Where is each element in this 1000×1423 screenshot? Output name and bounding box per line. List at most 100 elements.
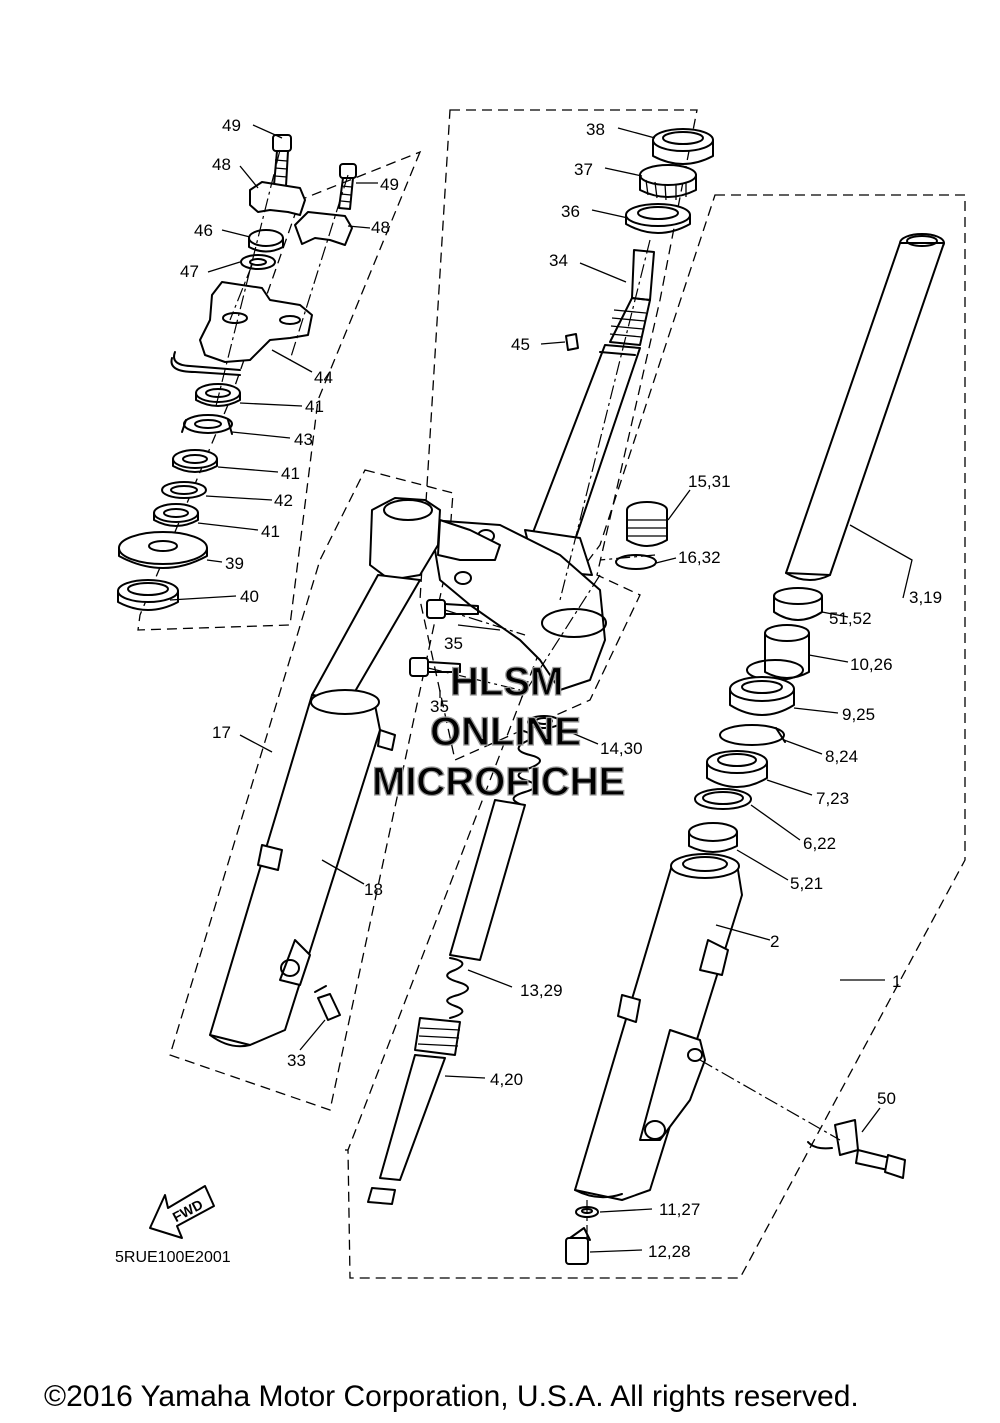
handlebar-group-outline [137, 150, 422, 631]
label-5-21: 5,21 [790, 874, 823, 893]
key-45 [565, 333, 579, 351]
bolt-35-a [426, 599, 479, 619]
label-36: 36 [561, 202, 580, 221]
bearing-37 [639, 164, 697, 201]
label-35-a: 35 [444, 634, 463, 653]
oil-seal-7-23 [706, 750, 768, 788]
damper-rod-4-20 [367, 1017, 461, 1205]
label-17: 17 [212, 723, 231, 742]
label-2: 2 [770, 932, 779, 951]
diagram-code: 5RUE100E2001 [115, 1249, 231, 1266]
fork-spring [512, 729, 541, 805]
spring-13-29 [446, 957, 469, 1019]
bushing-10-26 [746, 624, 810, 681]
bearing-40 [117, 579, 179, 611]
seal-9-25 [729, 676, 795, 716]
outer-tube-group-outline [347, 194, 966, 1279]
label-4-20: 4,20 [490, 1070, 523, 1089]
copyright-text: ©2016 Yamaha Motor Corporation, U.S.A. A… [44, 1380, 859, 1413]
label-37: 37 [574, 160, 593, 179]
left-fork-group-outline [169, 469, 454, 1111]
spring-seat-14-30 [527, 715, 561, 729]
label-33: 33 [287, 1051, 306, 1070]
upper-holder-48-right [294, 211, 353, 246]
dust-seal-38 [652, 128, 714, 165]
label-10-26: 10,26 [850, 655, 893, 674]
bolt-12-28 [565, 1227, 591, 1265]
ring-nut-41-a [195, 383, 241, 407]
label-8-24: 8,24 [825, 747, 858, 766]
label-9-25: 9,25 [842, 705, 875, 724]
upper-bracket-17 [369, 497, 441, 581]
label-45: 45 [511, 335, 530, 354]
bolt-49-right [338, 163, 357, 210]
label-49-b: 49 [380, 175, 399, 194]
damper-rod-assembly [367, 501, 668, 1205]
clip-8-24 [719, 724, 786, 746]
steering-stem-assembly [429, 128, 714, 691]
label-44: 44 [314, 368, 333, 387]
inner-tube-3-19 [785, 233, 945, 581]
bolt-50 [807, 1119, 906, 1179]
label-34: 34 [549, 251, 568, 270]
label-51-52: 51,52 [829, 609, 872, 628]
outer-tube-18 [209, 694, 381, 1046]
o-ring-16-32 [615, 554, 657, 570]
label-42: 42 [274, 491, 293, 510]
fwd-arrow-icon: FWD [149, 1185, 215, 1239]
label-41-c: 41 [261, 522, 280, 541]
label-6-22: 6,22 [803, 834, 836, 853]
label-11-27: 11,27 [659, 1200, 700, 1219]
label-39: 39 [225, 554, 244, 573]
watermark-line-2: ONLINE [430, 710, 581, 754]
bolt-49-left [272, 134, 292, 187]
bushing-5-21 [688, 822, 738, 853]
under-bracket [429, 519, 606, 691]
watermark-line-1: HLSM [450, 660, 563, 704]
upper-holder-48-left [249, 181, 306, 216]
cover-39 [118, 531, 208, 569]
watermark-line-3: MICROFICHE [372, 760, 625, 804]
label-46: 46 [194, 221, 213, 240]
label-41-a: 41 [305, 397, 324, 416]
label-47: 47 [180, 262, 199, 281]
steering-stem-34 [524, 249, 655, 576]
washer-42 [161, 481, 207, 499]
label-48-a: 48 [212, 155, 231, 174]
damper-46 [248, 229, 284, 247]
ring-nut-41-b [172, 449, 218, 473]
bolt-35-b [409, 657, 461, 677]
label-1: 1 [892, 972, 901, 991]
label-43: 43 [294, 430, 313, 449]
washer-6-22 [694, 788, 752, 810]
label-7-23: 7,23 [816, 789, 849, 808]
lower-holder-44 [199, 281, 313, 363]
label-50: 50 [877, 1089, 896, 1108]
leader-lines [169, 124, 913, 1253]
label-3-19: 3,19 [909, 588, 942, 607]
cap-bolt-15-31 [626, 501, 668, 547]
left-fork-leg [209, 497, 501, 1048]
ring-nut-41-c [153, 503, 199, 527]
label-38: 38 [586, 120, 605, 139]
axis-lines [214, 149, 841, 1240]
label-14-30: 14,30 [600, 739, 643, 758]
label-41-b: 41 [281, 464, 300, 483]
label-35-b: 35 [430, 697, 449, 716]
label-12-28: 12,28 [648, 1242, 691, 1261]
handlebar-holder-assembly [117, 134, 357, 611]
label-15-31: 15,31 [688, 472, 731, 491]
label-18: 18 [364, 880, 383, 899]
label-49-a: 49 [222, 116, 241, 135]
bushing-51-52 [773, 587, 823, 621]
label-13-29: 13,29 [520, 981, 563, 1000]
label-16-32: 16,32 [678, 548, 721, 567]
inner-tube-17 [311, 574, 421, 701]
watermark: HLSM ONLINE MICROFICHE [371, 659, 626, 804]
washer-47 [240, 254, 276, 270]
race-36 [625, 203, 691, 234]
part-labels: 49 49 48 48 46 47 44 41 43 41 42 41 39 4… [180, 116, 942, 1261]
damper-pipe [449, 799, 526, 961]
label-40: 40 [240, 587, 259, 606]
